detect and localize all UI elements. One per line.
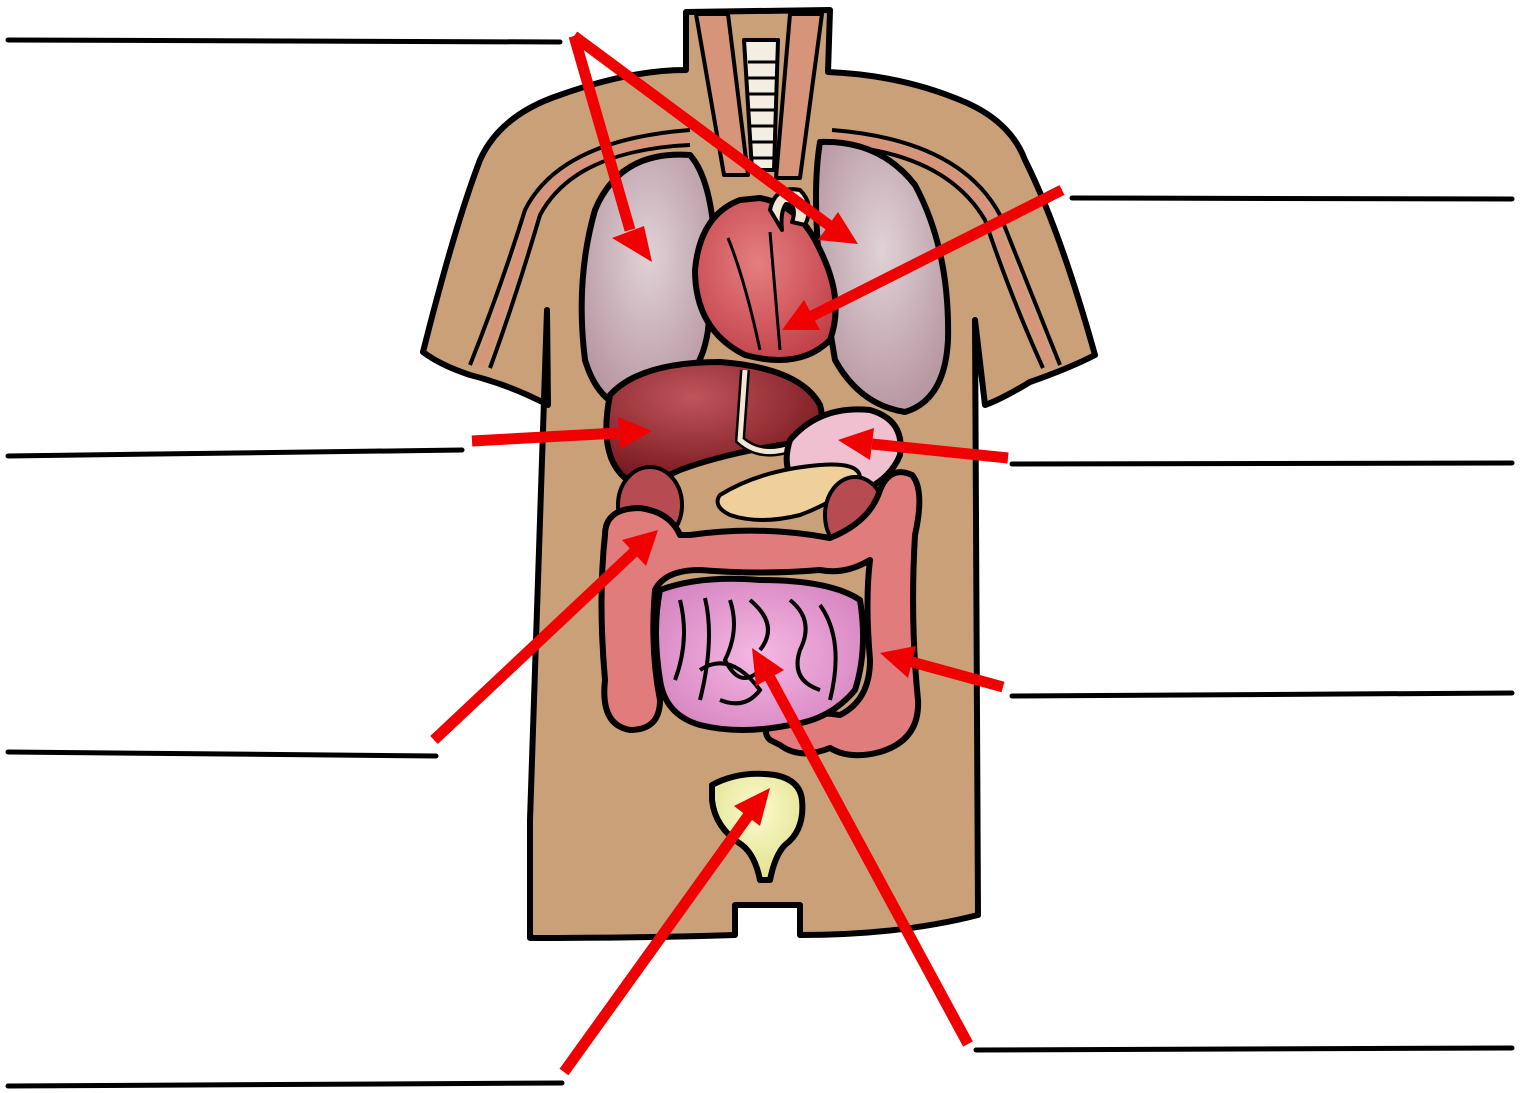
trachea xyxy=(744,40,778,170)
answer-line-small-intestine[interactable] xyxy=(976,1048,1512,1050)
answer-line-lungs[interactable] xyxy=(8,40,560,42)
answer-line-liver[interactable] xyxy=(8,450,462,456)
answer-line-heart[interactable] xyxy=(1072,198,1512,199)
answer-line-bladder[interactable] xyxy=(8,1083,562,1086)
answer-line-large-intestine[interactable] xyxy=(1012,693,1512,696)
answer-line-stomach[interactable] xyxy=(1012,463,1512,464)
answer-line-intestine-left[interactable] xyxy=(8,752,436,756)
